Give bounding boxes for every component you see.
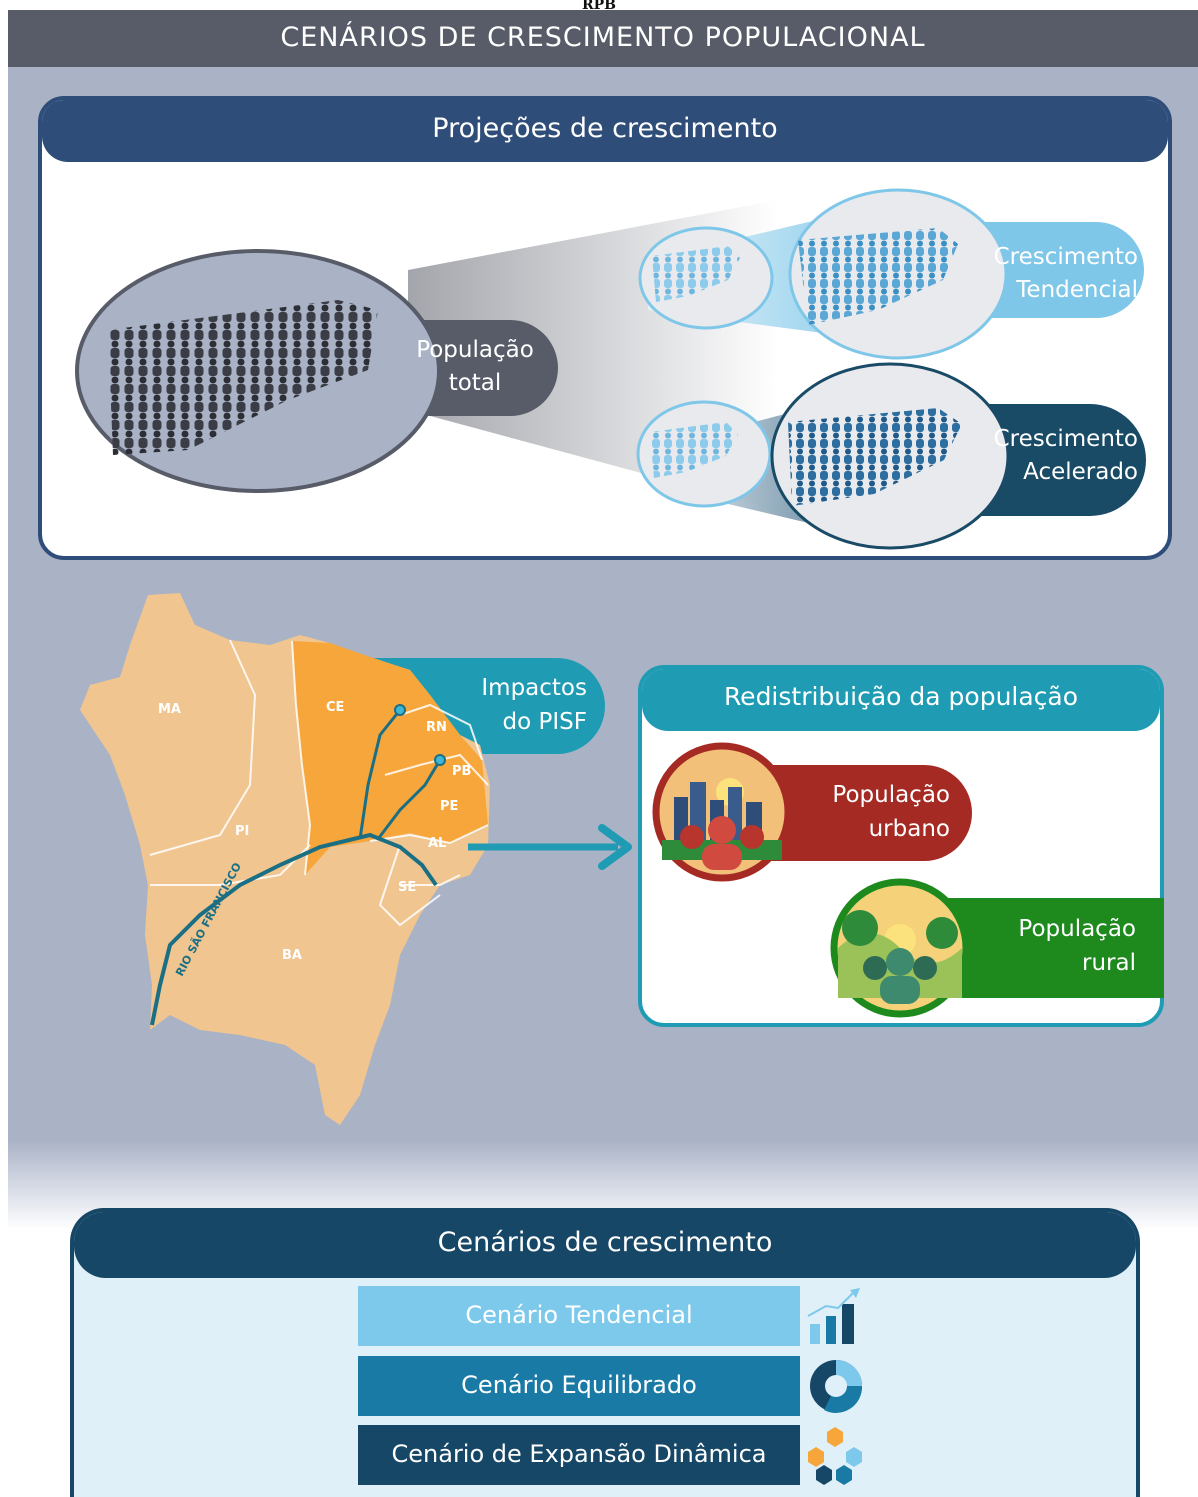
donut-chart-icon — [810, 1360, 863, 1413]
northeast-map: MA PI CE RN PB PE AL SE BA RIO SÃO FRANC… — [80, 593, 490, 1125]
total-crowd — [108, 300, 378, 455]
state-label-pe: PE — [440, 799, 458, 814]
projections-title: Projeções de crescimento — [42, 100, 1168, 162]
tendencial-large-crowd — [798, 228, 958, 325]
state-label-pb: PB — [452, 764, 471, 779]
state-label-rn: RN — [426, 720, 447, 735]
acelerado-label: Crescimento Acelerado — [993, 426, 1138, 485]
state-label-al: AL — [428, 836, 446, 851]
pisf-north-canal — [358, 709, 402, 840]
scenario-equilibrado: Cenário Equilibrado — [358, 1356, 800, 1416]
canal-endpoint-north — [394, 704, 406, 716]
page-title: CENÁRIOS DE CRESCIMENTO POPULACIONAL — [8, 10, 1198, 67]
projections-illustration — [75, 188, 1146, 550]
redistribution-arrow — [468, 824, 632, 870]
scenario-expansao-dinamica: Cenário de Expansão Dinâmica — [358, 1425, 800, 1485]
document-code: RPB — [582, 0, 616, 12]
northeast-region-map — [80, 593, 490, 1125]
scenario-tendencial: Cenário Tendencial — [358, 1286, 800, 1346]
state-label-ma: MA — [158, 702, 181, 717]
pisf-east-canal — [376, 759, 442, 840]
bar-chart-icon — [807, 1288, 860, 1344]
scenarios-title: Cenários de crescimento — [74, 1212, 1136, 1278]
canal-endpoint-east — [434, 754, 446, 766]
state-label-ce: CE — [326, 700, 344, 715]
tendencial-small-crowd — [652, 246, 740, 302]
tendencial-label: Crescimento Tendencial — [993, 244, 1138, 303]
cycle-hexagons-icon — [808, 1427, 862, 1485]
acelerado-large-crowd — [788, 408, 962, 506]
state-label-ba: BA — [282, 948, 302, 963]
state-label-pi: PI — [235, 824, 249, 839]
sao-francisco-river — [150, 832, 438, 1026]
state-label-se: SE — [398, 880, 416, 895]
redistribution-title: Redistribuição da população — [642, 669, 1160, 731]
city-icon — [652, 742, 792, 882]
acelerado-small-crowd — [650, 422, 738, 478]
countryside-icon — [830, 878, 970, 1018]
total-population-label: População total — [416, 337, 534, 396]
pisf-region — [292, 641, 488, 875]
